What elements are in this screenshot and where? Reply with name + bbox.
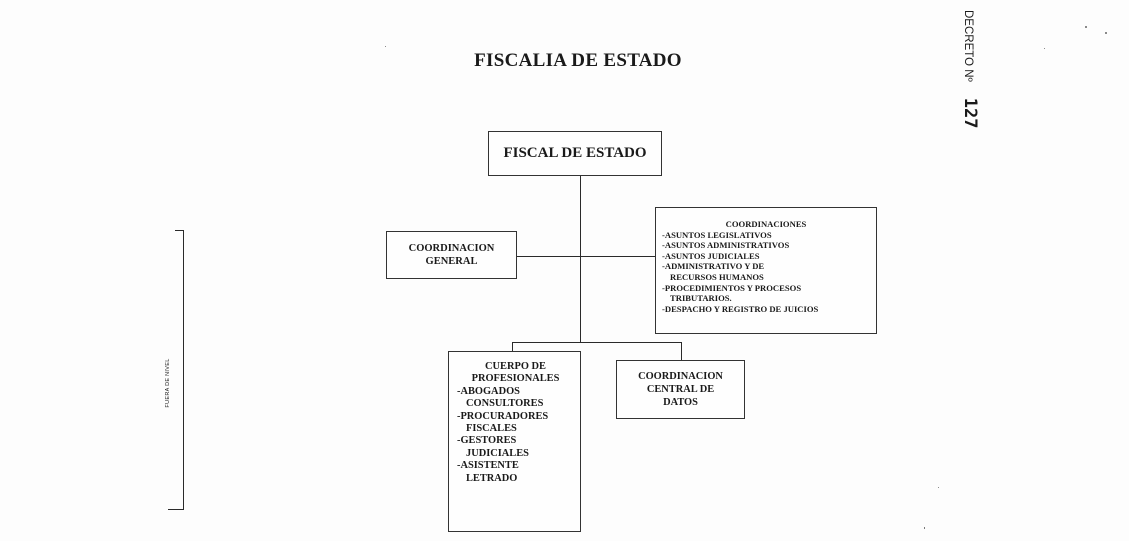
org-box-header: PROFESIONALES [471,373,560,385]
org-box-label: FISCAL DE ESTADO [503,145,647,161]
org-box-line: COORDINACION [408,243,495,254]
list-item-continuation: TRIBUTARIOS. [670,293,732,304]
list-item-continuation: LETRADO [466,472,518,484]
list-item: -ASISTENTE [457,460,519,472]
org-box-coordinacion-central-de-datos: COORDINACION CENTRAL DE DATOS [616,360,745,419]
connector-branch-right-drop [681,342,683,360]
list-item-continuation: CONSULTORES [466,398,544,410]
list-item-continuation: FISCALES [466,423,517,435]
scan-speck [1105,32,1107,34]
list-item: -ADMINISTRATIVO Y DE [662,261,765,272]
connector-main-vertical [580,176,582,343]
org-box-header: CUERPO DE [485,361,546,372]
org-box-cuerpo-de-profesionales: CUERPO DE PROFESIONALES -ABOGADOS CONSUL… [448,351,581,532]
scan-speck [385,46,386,47]
org-box-line: DATOS [663,397,698,408]
connector-branch-left-drop [512,342,514,351]
list-item: -ABOGADOS [457,385,520,397]
list-item: -PROCEDIMIENTOS Y PROCESOS [662,282,802,293]
org-box-line: COORDINACION [638,371,723,382]
list-item: -ASUNTOS JUDICIALES [662,250,760,261]
decreto-stamp: DECRETO Nº 127 [960,10,980,150]
document-title: FISCALIA DE ESTADO [474,50,682,71]
list-item: -ASUNTOS ADMINISTRATIVOS [662,240,790,251]
level-bracket-top-tick [175,230,184,232]
scan-speck [938,487,939,488]
level-bracket-bottom-tick [168,509,184,511]
org-box-coordinaciones: COORDINACIONES -ASUNTOS LEGISLATIVOS -AS… [655,207,877,334]
list-item: -PROCURADORES [457,410,549,422]
scan-speck [924,527,925,529]
scan-speck [1044,48,1045,49]
decreto-label: DECRETO Nº [962,10,974,82]
org-box-line: CENTRAL DE [646,384,715,395]
org-box-fiscal-de-estado: FISCAL DE ESTADO [488,131,662,176]
level-bracket-label: FUERA DE NIVEL [165,358,171,408]
list-item: -DESPACHO Y REGISTRO DE JUICIOS [662,303,819,314]
list-item: -GESTORES [457,435,517,447]
list-item: -ASUNTOS LEGISLATIVOS [662,229,772,240]
list-item-continuation: RECURSOS HUMANOS [670,271,764,282]
org-box-header: COORDINACIONES [725,219,807,229]
org-box-coordinacion-general: COORDINACION GENERAL [386,231,517,279]
connector-branch-horizontal [512,342,682,344]
level-bracket-vertical [183,230,185,510]
org-box-line: GENERAL [425,256,478,267]
connector-staff-horizontal [517,256,655,258]
list-item-continuation: JUDICIALES [466,447,529,459]
scan-speck [1085,26,1087,28]
decreto-number: 127 [960,97,980,129]
